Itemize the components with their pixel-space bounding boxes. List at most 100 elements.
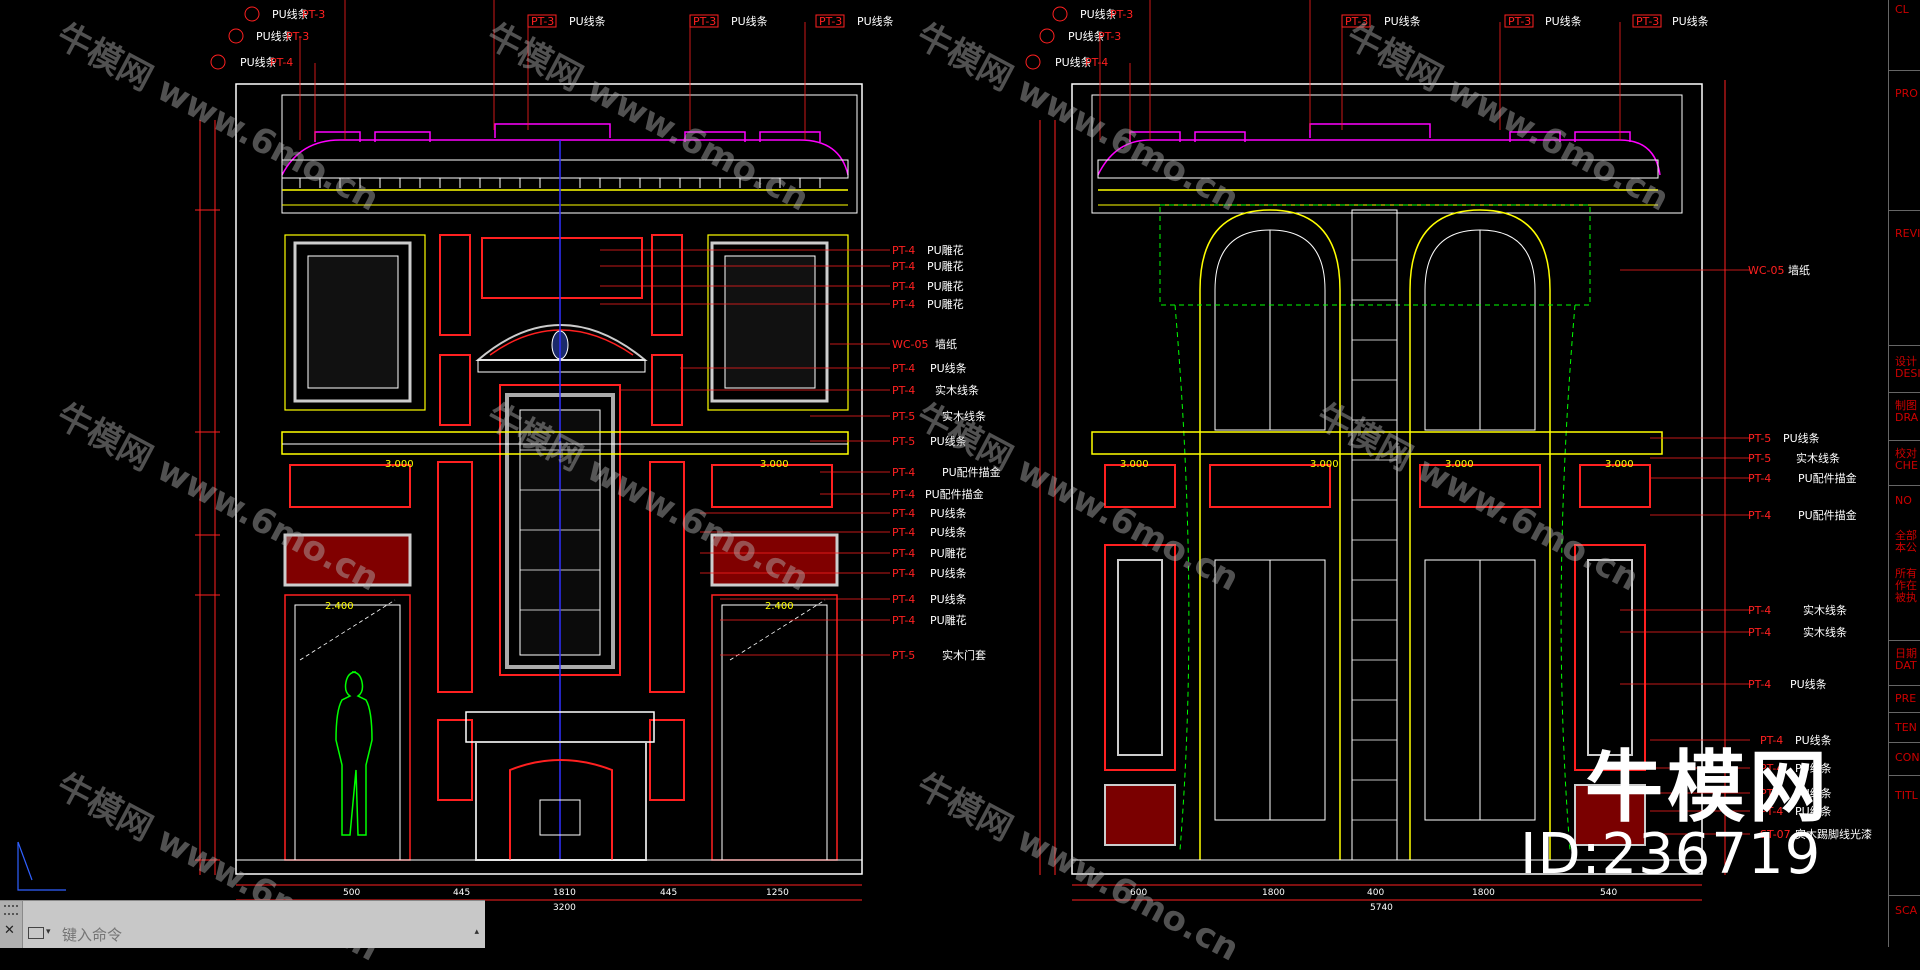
- svg-text:PU线条: PU线条: [930, 525, 967, 539]
- svg-text:PU线条: PU线条: [1795, 733, 1832, 747]
- watermark-id: ID:236719: [1520, 822, 1822, 887]
- svg-text:PU线条: PU线条: [1783, 431, 1820, 445]
- svg-text:PU线条: PU线条: [731, 14, 768, 28]
- svg-text:PT-4: PT-4: [892, 614, 915, 627]
- title-block-item: REVI: [1895, 227, 1920, 240]
- svg-text:实木线条: 实木线条: [1803, 603, 1847, 617]
- svg-text:PU线条: PU线条: [930, 361, 967, 375]
- svg-text:PU雕花: PU雕花: [927, 297, 964, 311]
- svg-text:PU线条: PU线条: [569, 14, 606, 28]
- svg-text:2.400: 2.400: [765, 601, 794, 612]
- svg-text:PU配件描金: PU配件描金: [925, 487, 984, 501]
- svg-text:PT-4: PT-4: [892, 260, 915, 273]
- svg-text:PT-4: PT-4: [892, 298, 915, 311]
- svg-text:PT-3: PT-3: [1508, 15, 1531, 28]
- svg-text:实木踢脚线光漆: 实木踢脚线光漆: [1795, 827, 1872, 841]
- title-block-item: 设计 DESI: [1895, 355, 1920, 380]
- svg-text:PT-3: PT-3: [1098, 30, 1121, 43]
- chevron-up-icon[interactable]: ▴: [474, 927, 479, 937]
- svg-text:PT-3: PT-3: [531, 15, 554, 28]
- svg-text:PT-3: PT-3: [819, 15, 842, 28]
- svg-text:PT-4: PT-4: [1748, 509, 1771, 522]
- svg-text:实木线条: 实木线条: [935, 383, 979, 397]
- svg-text:PT-4: PT-4: [1748, 626, 1771, 639]
- svg-text:PT-4: PT-4: [892, 526, 915, 539]
- svg-text:3.000: 3.000: [760, 459, 789, 470]
- svg-text:PU雕花: PU雕花: [927, 279, 964, 293]
- title-block-item: CL: [1895, 3, 1909, 16]
- command-line-bar: ✕ ▾ ▴: [0, 900, 485, 948]
- svg-text:PT-4: PT-4: [1760, 734, 1783, 747]
- svg-text:PU配件描金: PU配件描金: [942, 465, 1001, 479]
- svg-text:445: 445: [453, 888, 470, 898]
- watermark-logo: 牛模网: [1585, 743, 1832, 833]
- svg-text:PU线条: PU线条: [272, 7, 309, 21]
- svg-text:PT-3: PT-3: [286, 30, 309, 43]
- svg-text:PU配件描金: PU配件描金: [1798, 508, 1857, 522]
- close-icon[interactable]: ✕: [4, 923, 15, 938]
- svg-text:PT-4: PT-4: [892, 244, 915, 257]
- svg-text:400: 400: [1367, 888, 1384, 898]
- svg-text:PT-4: PT-4: [1748, 472, 1771, 485]
- svg-text:PU配件描金: PU配件描金: [1798, 471, 1857, 485]
- svg-text:PU线条: PU线条: [930, 434, 967, 448]
- svg-text:PT-4: PT-4: [1760, 805, 1783, 818]
- svg-text:PU线条: PU线条: [1795, 761, 1832, 775]
- svg-text:PU线条: PU线条: [1068, 29, 1105, 43]
- chevron-down-icon[interactable]: ▾: [46, 927, 51, 937]
- svg-text:PU线条: PU线条: [857, 14, 894, 28]
- title-block-item: 全部 本公: [1895, 529, 1917, 554]
- svg-text:实木线条: 实木线条: [942, 409, 986, 423]
- command-prompt-icon[interactable]: [28, 927, 44, 939]
- svg-text:PT-5: PT-5: [1748, 432, 1771, 445]
- svg-text:PT-4: PT-4: [892, 507, 915, 520]
- svg-text:PU雕花: PU雕花: [930, 613, 967, 627]
- svg-text:2.400: 2.400: [325, 601, 354, 612]
- command-line-handle[interactable]: ✕: [0, 901, 23, 948]
- svg-text:PT-5: PT-5: [892, 410, 915, 423]
- svg-text:PT-5: PT-5: [892, 435, 915, 448]
- svg-text:PU线条: PU线条: [240, 55, 277, 69]
- svg-text:PU线条: PU线条: [930, 506, 967, 520]
- svg-text:PU线条: PU线条: [1080, 7, 1117, 21]
- grip-icon[interactable]: [4, 905, 18, 915]
- svg-text:PT-4: PT-4: [892, 547, 915, 560]
- title-block-item: CON: [1895, 751, 1920, 764]
- left-top-callout-6: PT-3 PU线条: [815, 14, 894, 28]
- svg-text:PU雕花: PU雕花: [930, 546, 967, 560]
- title-block-item: 校对 CHE: [1895, 447, 1918, 472]
- left-elevation-marks: 3.000 3.000 2.400 2.400: [325, 459, 794, 612]
- left-bottom-dims: 500 445 1810 445 1250 3200: [343, 888, 789, 913]
- title-block-item: 所有 作在 被执: [1895, 567, 1917, 604]
- svg-text:PT-4: PT-4: [1760, 787, 1783, 800]
- svg-text:WC-05: WC-05: [1748, 264, 1785, 277]
- svg-text:PT-4: PT-4: [270, 56, 293, 69]
- title-block-panel: CL PRO REVI 设计 DESI 制图 DRA 校对 CHE NO 全部 …: [1888, 0, 1920, 947]
- title-block-item: 日期 DAT: [1895, 647, 1917, 672]
- command-input[interactable]: [60, 923, 464, 947]
- svg-text:PT-4: PT-4: [892, 488, 915, 501]
- svg-text:PT-4: PT-4: [1748, 604, 1771, 617]
- svg-text:PT-4: PT-4: [892, 362, 915, 375]
- title-block-item: PRO: [1895, 87, 1918, 100]
- svg-text:PT-4: PT-4: [892, 567, 915, 580]
- svg-text:3.000: 3.000: [1605, 459, 1634, 470]
- svg-text:500: 500: [343, 888, 360, 898]
- svg-text:600: 600: [1130, 888, 1147, 898]
- title-block-item: NO: [1895, 494, 1912, 507]
- svg-text:PT-3: PT-3: [1636, 15, 1659, 28]
- right-bottom-dims: 600 1800 400 1800 540 5740: [1130, 888, 1617, 913]
- svg-text:PT-4: PT-4: [892, 593, 915, 606]
- svg-text:PT-5: PT-5: [1748, 452, 1771, 465]
- svg-text:PU线条: PU线条: [1795, 786, 1832, 800]
- svg-text:PU线条: PU线条: [256, 29, 293, 43]
- svg-text:3200: 3200: [553, 903, 576, 913]
- left-top-callout-4: PT-3 PU线条: [527, 14, 606, 28]
- svg-text:PU线条: PU线条: [1795, 804, 1832, 818]
